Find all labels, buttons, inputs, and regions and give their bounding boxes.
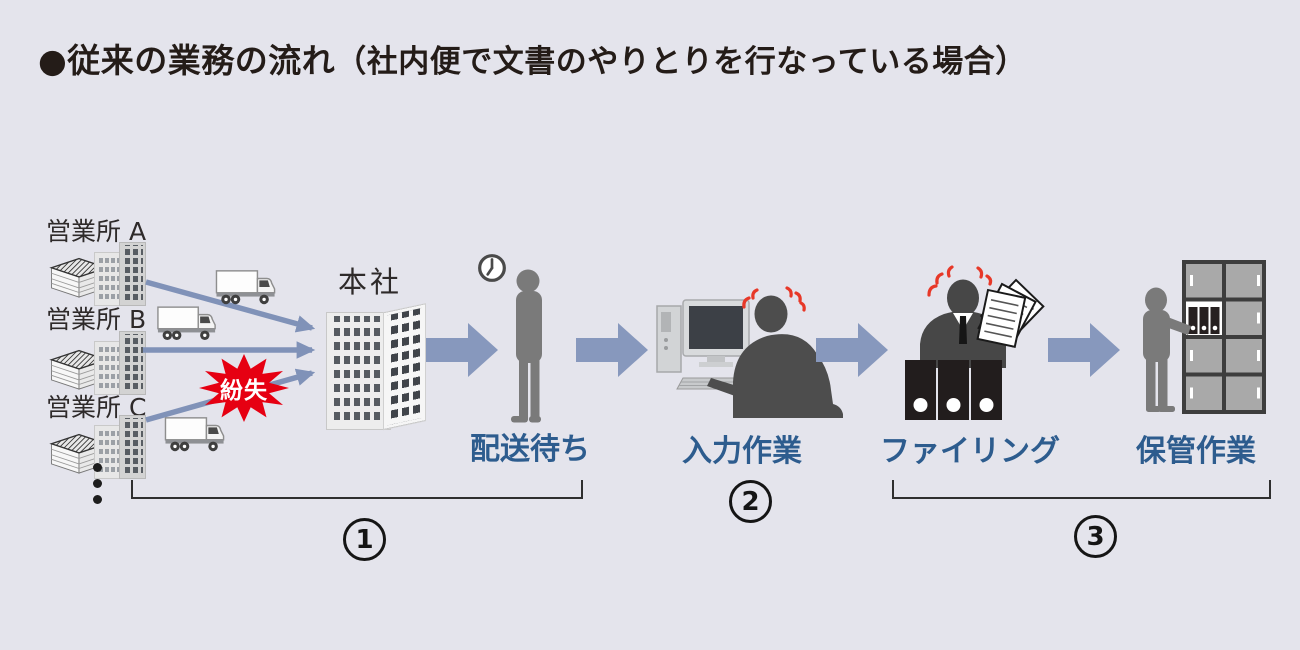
phase-1-digit: 1 [355,524,374,555]
headquarters-side-face [384,304,425,429]
phase-1-bracket [131,480,583,499]
flow-arrow-icon [816,323,888,377]
title-paren-text: （社内便で文書のやりとりを行なっている場合） [335,44,1027,80]
phase-2-number: 2 [729,480,772,523]
worker-silhouette [707,295,843,418]
title-main-text: 従来の業務の流れ [67,41,336,80]
truck-icon [215,270,276,305]
clock-icon [478,254,506,282]
office-building-left-wing [95,253,124,305]
headquarters-front-face [327,313,390,429]
ellipsis-dots-icon [93,463,102,504]
office-b-label: 営業所 B [46,305,147,334]
ellipsis-dot [93,479,102,488]
paper-stack-icon [49,433,109,474]
step-label-storage: 保管作業 [1136,434,1256,469]
step-label-filing: ファイリング [880,434,1060,469]
office-a-label: 営業所 A [46,217,147,246]
flow-arrow-icon [426,323,498,377]
papers-fan-icon [976,278,1045,348]
title-bullet: ● [38,41,68,80]
sweat-drops-icon [742,286,806,312]
binders-icon [905,360,1002,420]
office-building-left-wing [95,426,124,478]
worker-silhouette [1143,287,1191,412]
lost-burst-icon: 紛失 [197,351,291,425]
step-label-delivery-wait: 配送待ち [470,432,590,467]
truck-icon [157,306,216,340]
waiting-person-icon [511,269,542,423]
office-building-right-wing [120,416,145,478]
office-building-right-wing [120,332,145,394]
headquarters-label: 本社 [338,265,403,299]
burst-star-shape [199,354,289,422]
lost-burst-label: 紛失 [220,378,268,404]
delivery-arrow-a [145,279,316,333]
sweat-drops-icon [927,265,993,297]
phase-1-number: 1 [343,518,386,561]
phase-3-digit: 3 [1086,521,1105,552]
open-compartment [1186,301,1222,335]
step-label-data-entry: 入力作業 [682,434,802,469]
phase-3-number: 3 [1074,515,1117,558]
truck-icon [164,417,225,452]
office-building-icon [95,416,145,478]
storage-person-icon [1143,260,1266,414]
ellipsis-dot [93,463,102,472]
phase-3-bracket [892,480,1271,499]
phase-2-digit: 2 [741,486,760,517]
office-building-right-wing [120,243,145,305]
tie [959,316,967,344]
office-building-icon [95,243,145,305]
page-title: ●従来の業務の流れ（社内便で文書のやりとりを行なっている場合） [38,34,1027,82]
flow-arrow-icon [1048,323,1120,377]
flow-arrow-icon [576,323,648,377]
computer-worker-icon [656,286,843,418]
storage-cabinet-icon [1182,260,1266,414]
filing-person-icon [905,265,1045,420]
headquarters-building-icon [327,297,425,433]
office-building-icon [95,332,145,394]
ellipsis-dot [93,495,102,504]
